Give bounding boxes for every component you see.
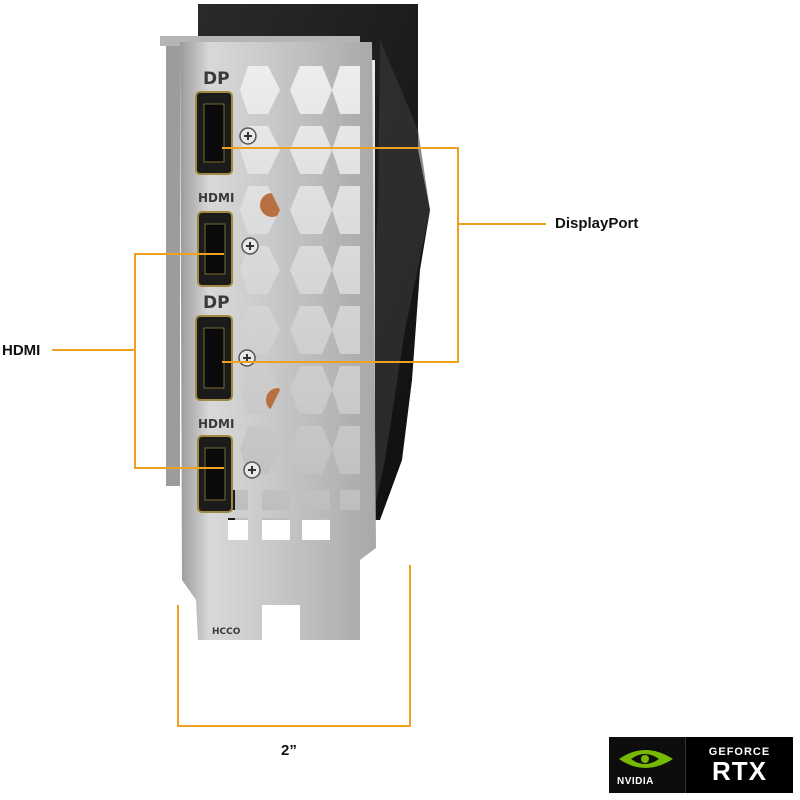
io-bracket	[180, 42, 376, 640]
displayport-label: DisplayPort	[555, 215, 639, 232]
heatsink-fins	[235, 60, 375, 520]
port-label-dp-1: DP	[203, 69, 230, 89]
hdmi-callout-lines	[52, 253, 224, 469]
hdmi-port-2	[197, 435, 233, 513]
geforce-rtx-panel: GEFORCE RTX	[685, 737, 793, 793]
dp-port-1	[195, 91, 233, 175]
port-label-hdmi-2: HDMI	[198, 417, 234, 431]
rtx-wordmark: RTX	[712, 756, 767, 786]
port-label-hdmi-1: HDMI	[198, 191, 234, 205]
hdmi-label: HDMI	[2, 342, 41, 359]
port-label-dp-2: DP	[203, 293, 230, 313]
bracket-lip	[166, 36, 180, 486]
width-label: 2”	[281, 742, 297, 759]
geforce-wordmark: GEFORCE	[708, 746, 771, 758]
hdmi-port-1	[197, 211, 233, 287]
geforce-rtx-badge: NVIDIA GEFORCE RTX	[609, 737, 793, 793]
dp-port-2	[195, 315, 233, 401]
shroud-facet	[360, 40, 430, 520]
nvidia-logo: NVIDIA	[609, 737, 685, 793]
width-dimension-lines	[177, 565, 411, 727]
nvidia-eye-icon	[619, 750, 673, 768]
displayport-callout-lines	[222, 147, 546, 363]
bracket-mark: HCCO	[212, 627, 241, 637]
bracket-top-edge	[160, 36, 360, 46]
screw-crosses	[243, 132, 256, 474]
nvidia-wordmark: NVIDIA	[617, 776, 654, 787]
